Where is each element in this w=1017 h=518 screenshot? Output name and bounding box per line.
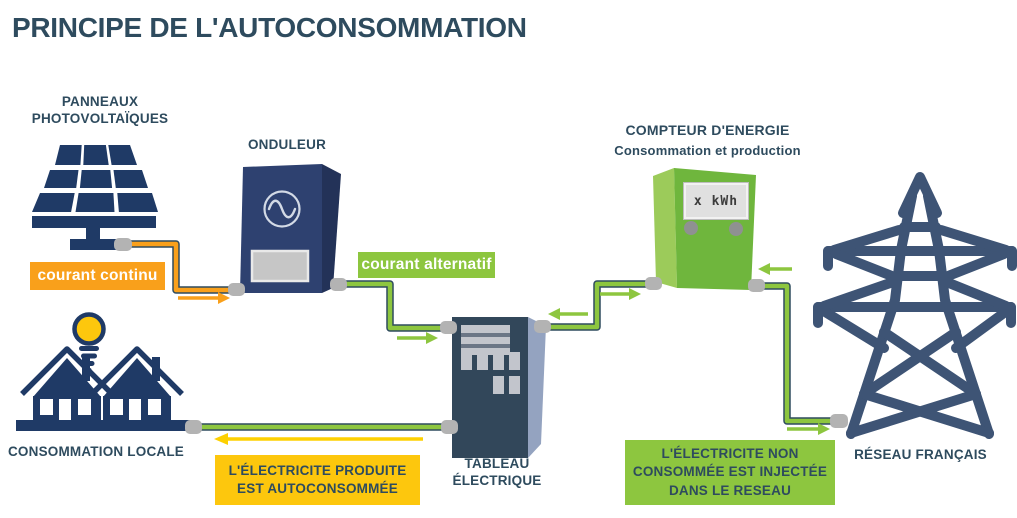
- label-meter-title: COMPTEUR D'ENERGIE: [625, 122, 790, 138]
- connector-dot: [830, 414, 848, 428]
- breaker-modules: [461, 352, 520, 394]
- page-title: PRINCIPE DE L'AUTOCONSOMMATION: [12, 12, 527, 43]
- din-rail-module: [461, 325, 510, 355]
- label-solar-panels: PANNEAUX PHOTOVOLTAÏQUES: [31, 94, 169, 127]
- connector-dot: [534, 320, 551, 333]
- board-meter-wire: [545, 280, 652, 331]
- dc-flow-arrow: [178, 292, 230, 304]
- flow-arrows: [178, 263, 830, 445]
- label-meter-subtitle: Consommation et production: [614, 143, 801, 158]
- roof-outline: [90, 346, 184, 396]
- connector-dot: [748, 279, 765, 292]
- meter-button: [684, 221, 698, 235]
- wires: [125, 240, 838, 431]
- connectors: [114, 238, 848, 434]
- badge-injected: L'ÉLECTRICITE NON CONSOMMÉE EST INJECTÉE…: [625, 440, 835, 505]
- label-board: TABLEAU ÉLECTRIQUE: [452, 456, 542, 489]
- connector-dot: [441, 420, 458, 434]
- lightbulb-icon: [72, 312, 106, 372]
- to-grid-arrow: [787, 423, 830, 435]
- ac-flow-arrow: [397, 332, 438, 344]
- transmission-tower-icon: [813, 172, 1017, 439]
- connector-dot: [185, 420, 202, 434]
- badge-self-consumed: L'ÉLECTRICITE PRODUITE EST AUTOCONSOMMÉE: [215, 455, 420, 505]
- connector-dot: [330, 278, 347, 291]
- meter-grid-wire: [757, 282, 838, 425]
- connector-dot: [645, 277, 662, 290]
- to-houses-arrow: [214, 433, 423, 445]
- houses-base: [16, 420, 190, 431]
- houses-lightbulb-icon: [16, 312, 190, 431]
- badge-ac-current: courant alternatif: [358, 252, 495, 278]
- meter-display-value: x kWh: [684, 183, 748, 219]
- sine-wave-icon: [263, 190, 301, 228]
- ac-wire: [340, 280, 447, 332]
- inverter-display: [250, 249, 310, 283]
- connector-dot: [440, 321, 457, 334]
- from-grid-arrow: [758, 263, 792, 275]
- connector-dot: [114, 238, 132, 251]
- electrical-panel-icon: [452, 317, 546, 458]
- connector-dot: [228, 283, 245, 296]
- meter-button: [729, 222, 743, 236]
- badge-dc-current: courant continu: [30, 262, 165, 290]
- label-grid: RÉSEAU FRANÇAIS: [854, 447, 987, 462]
- to-board-arrow: [548, 308, 588, 320]
- roof-outline: [20, 346, 114, 396]
- label-local-consumption: CONSOMMATION LOCALE: [7, 444, 185, 459]
- dc-wire: [125, 240, 234, 294]
- solar-panel-icon: [32, 145, 158, 250]
- label-inverter: ONDULEUR: [247, 137, 327, 152]
- inverter-icon: [240, 164, 341, 293]
- to-meter-arrow: [600, 288, 641, 300]
